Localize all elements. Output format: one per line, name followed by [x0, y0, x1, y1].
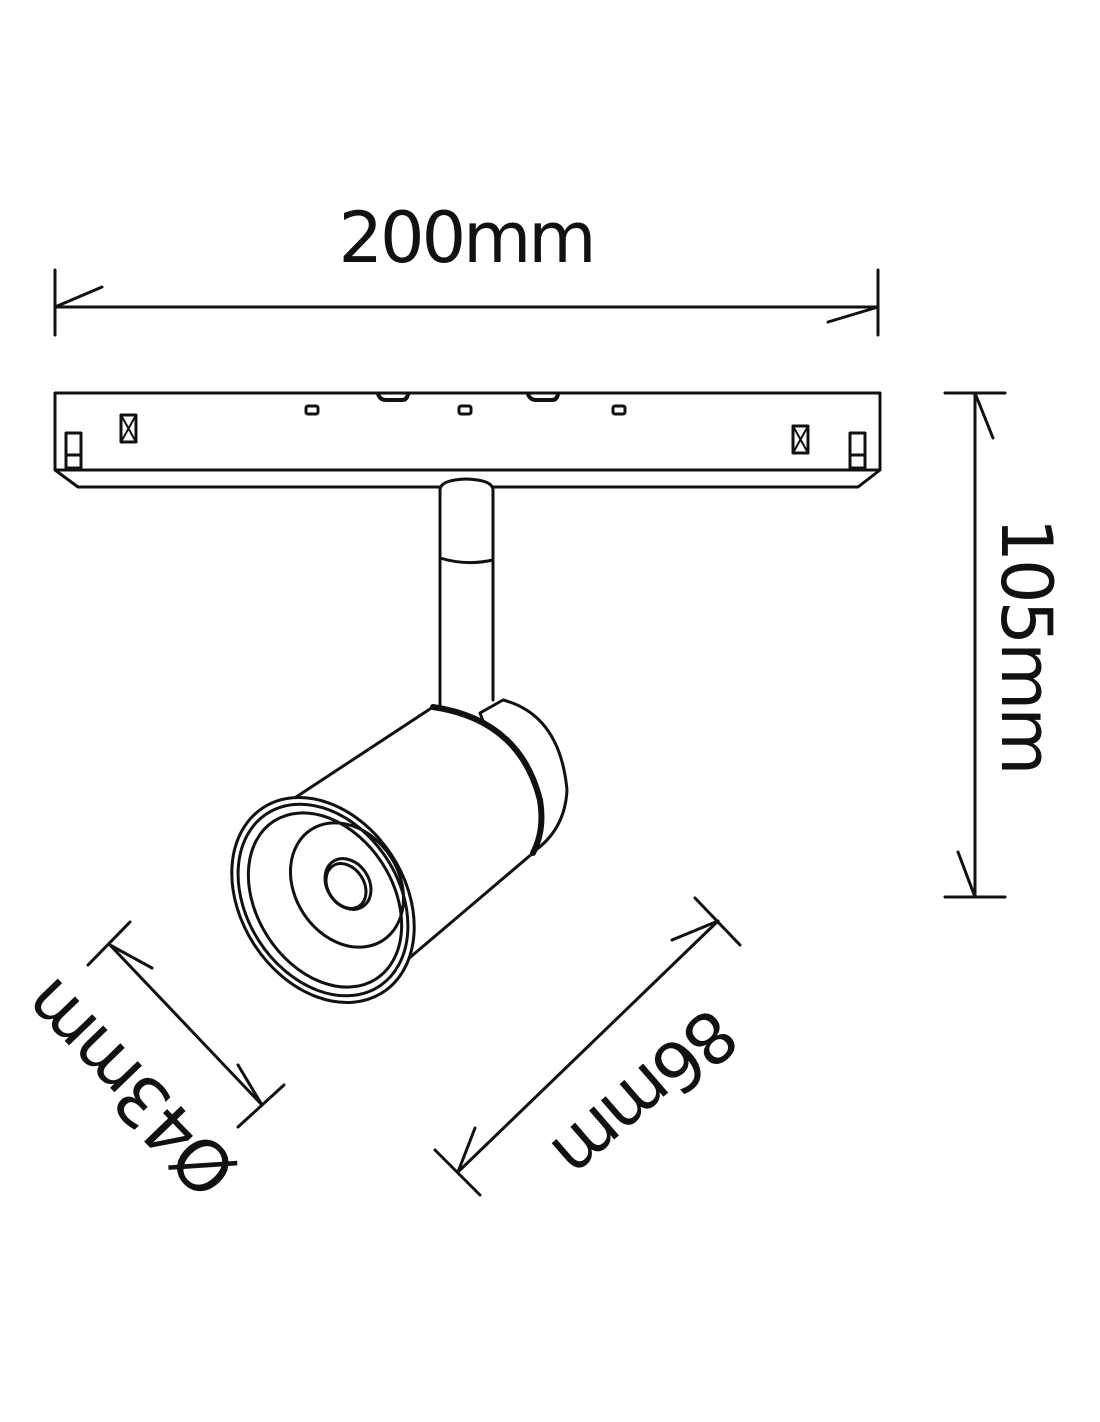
height-label: 105mm [985, 518, 1067, 773]
track-adapter [53, 391, 882, 489]
height-dimension: 105mm [943, 391, 1067, 899]
clip-right [791, 424, 810, 455]
width-dimension: 200mm [53, 197, 880, 337]
length-label: 86mm [538, 992, 753, 1194]
diameter-label: Ø43mm [9, 965, 252, 1213]
clip-left [119, 413, 138, 444]
width-label: 200mm [339, 197, 594, 279]
reflector [288, 821, 406, 949]
lamp-head [230, 698, 569, 1004]
stem [438, 477, 495, 712]
diameter-dimension: Ø43mm [9, 920, 286, 1213]
length-dimension: 86mm [433, 896, 753, 1197]
